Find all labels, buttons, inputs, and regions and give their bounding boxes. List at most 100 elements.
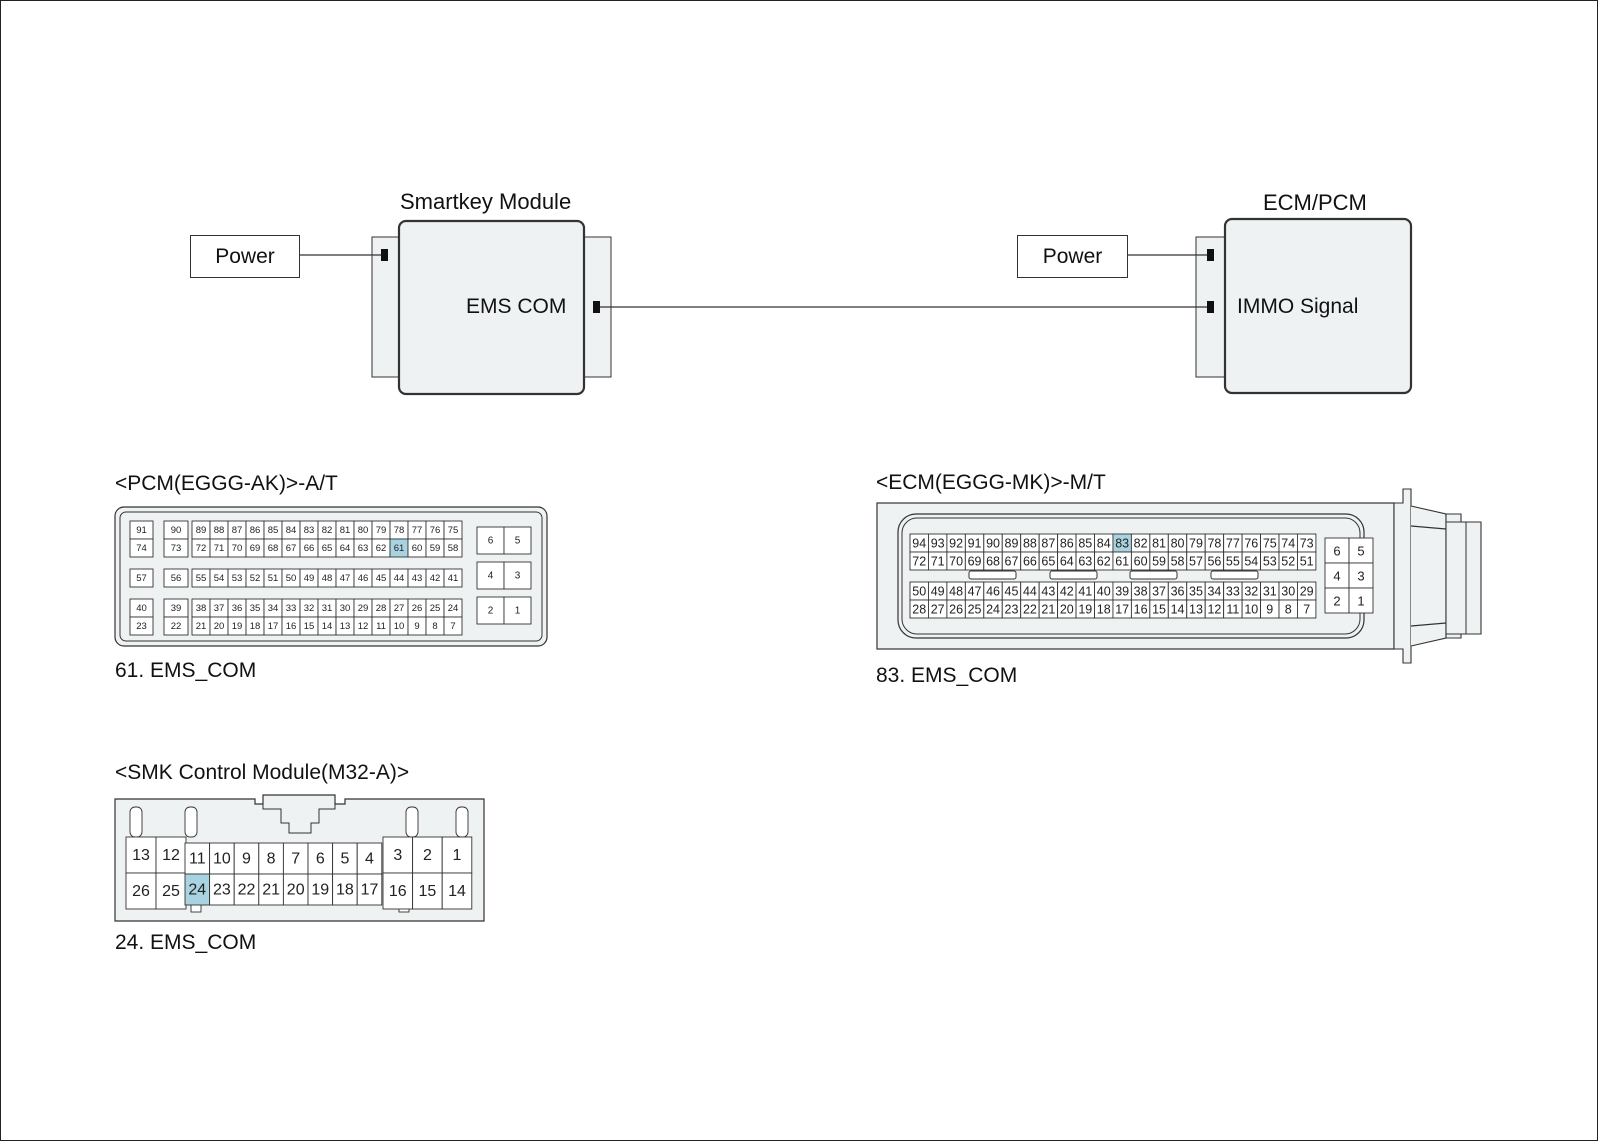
ecm-pin-9: 9 bbox=[1260, 599, 1280, 619]
ecm-pin-56: 56 bbox=[1204, 551, 1225, 571]
pcm-pin-6: 6 bbox=[476, 526, 505, 555]
smk-pin-4: 4 bbox=[356, 842, 383, 875]
pcm-pin-69: 69 bbox=[245, 538, 265, 558]
pcm-pin-5: 5 bbox=[503, 526, 532, 555]
svg-text:87: 87 bbox=[1041, 537, 1055, 551]
svg-text:27: 27 bbox=[931, 603, 945, 617]
ecm-pin-16: 16 bbox=[1130, 599, 1151, 619]
ecm-pin-87: 87 bbox=[1038, 533, 1059, 553]
pcm-pin-53: 53 bbox=[227, 568, 247, 588]
ecm-pin-69: 69 bbox=[964, 551, 985, 571]
ecm-pin-11: 11 bbox=[1223, 599, 1243, 619]
svg-text:66: 66 bbox=[304, 543, 315, 554]
svg-text:24: 24 bbox=[448, 603, 459, 614]
ecm-latch bbox=[1129, 570, 1178, 580]
svg-text:17: 17 bbox=[361, 882, 379, 899]
smk-pin-8: 8 bbox=[258, 842, 284, 875]
svg-text:14: 14 bbox=[1171, 603, 1185, 617]
ecm-pin-34: 34 bbox=[1204, 581, 1225, 601]
svg-text:3: 3 bbox=[393, 847, 402, 864]
pcm-pin-10: 10 bbox=[389, 616, 409, 636]
svg-text:68: 68 bbox=[268, 543, 279, 554]
svg-text:89: 89 bbox=[196, 525, 207, 536]
ecm-pin-26: 26 bbox=[946, 599, 966, 619]
smk-latch bbox=[184, 806, 198, 838]
svg-text:23: 23 bbox=[136, 621, 147, 632]
ecm-pin-61: 61 bbox=[1112, 551, 1132, 571]
ecm-pin-20: 20 bbox=[1057, 599, 1077, 619]
ecm-pin-55: 55 bbox=[1223, 551, 1243, 571]
svg-text:37: 37 bbox=[214, 603, 225, 614]
svg-text:70: 70 bbox=[232, 543, 243, 554]
svg-text:50: 50 bbox=[286, 573, 297, 584]
svg-text:88: 88 bbox=[1023, 537, 1037, 551]
pcm-pin-25: 25 bbox=[425, 598, 445, 618]
svg-text:56: 56 bbox=[1207, 555, 1221, 569]
svg-text:4: 4 bbox=[1333, 569, 1340, 584]
svg-text:52: 52 bbox=[1281, 555, 1295, 569]
smk-pin-14: 14 bbox=[441, 872, 473, 910]
power-box-smartkey: Power bbox=[190, 235, 300, 278]
svg-text:69: 69 bbox=[250, 543, 261, 554]
svg-text:3: 3 bbox=[1357, 569, 1364, 584]
smk-pin-21: 21 bbox=[258, 873, 284, 906]
ecm-pin-58: 58 bbox=[1167, 551, 1188, 571]
pcm-pin-16: 16 bbox=[281, 616, 301, 636]
svg-text:37: 37 bbox=[1152, 585, 1166, 599]
svg-text:77: 77 bbox=[1226, 537, 1240, 551]
svg-text:43: 43 bbox=[412, 573, 423, 584]
svg-text:71: 71 bbox=[931, 555, 945, 569]
svg-text:6: 6 bbox=[316, 851, 325, 868]
pcm-pin-46: 46 bbox=[353, 568, 373, 588]
svg-text:21: 21 bbox=[262, 882, 280, 899]
svg-text:31: 31 bbox=[1263, 585, 1277, 599]
pcm-pin-83: 83 bbox=[299, 520, 319, 540]
svg-text:18: 18 bbox=[1097, 603, 1111, 617]
svg-text:80: 80 bbox=[358, 525, 369, 536]
smk-latch bbox=[129, 806, 143, 838]
ecm-pin-93: 93 bbox=[928, 533, 948, 553]
svg-text:72: 72 bbox=[196, 543, 207, 554]
pcm-pin-81: 81 bbox=[335, 520, 355, 540]
svg-text:33: 33 bbox=[1226, 585, 1240, 599]
svg-text:49: 49 bbox=[304, 573, 315, 584]
svg-text:38: 38 bbox=[196, 603, 207, 614]
ecm-pin-65: 65 bbox=[1038, 551, 1059, 571]
svg-text:57: 57 bbox=[136, 573, 147, 584]
svg-text:12: 12 bbox=[162, 847, 180, 864]
pcm-pin-38: 38 bbox=[191, 598, 211, 618]
ecm-pin-64: 64 bbox=[1057, 551, 1077, 571]
svg-text:87: 87 bbox=[232, 525, 243, 536]
pcm-pin-67: 67 bbox=[281, 538, 301, 558]
svg-text:23: 23 bbox=[213, 882, 231, 899]
svg-text:1: 1 bbox=[1357, 594, 1364, 609]
svg-text:55: 55 bbox=[196, 573, 207, 584]
svg-text:35: 35 bbox=[250, 603, 261, 614]
svg-text:47: 47 bbox=[340, 573, 351, 584]
pcm-pin-87: 87 bbox=[227, 520, 247, 540]
ecm-pin-12: 12 bbox=[1204, 599, 1225, 619]
ecm-pin-66: 66 bbox=[1020, 551, 1040, 571]
svg-text:61: 61 bbox=[1115, 555, 1129, 569]
svg-text:6: 6 bbox=[1333, 544, 1340, 559]
svg-text:65: 65 bbox=[1041, 555, 1055, 569]
pcm-pin-57: 57 bbox=[129, 568, 154, 588]
ecm-pin-77: 77 bbox=[1223, 533, 1243, 553]
svg-text:90: 90 bbox=[171, 525, 182, 536]
svg-text:22: 22 bbox=[1023, 603, 1037, 617]
svg-text:80: 80 bbox=[1171, 537, 1185, 551]
svg-text:36: 36 bbox=[232, 603, 243, 614]
ecm-pin-75: 75 bbox=[1260, 533, 1280, 553]
ecm-pin-52: 52 bbox=[1278, 551, 1298, 571]
svg-text:36: 36 bbox=[1171, 585, 1185, 599]
pcm-pin-84: 84 bbox=[281, 520, 301, 540]
pcm-pin-33: 33 bbox=[281, 598, 301, 618]
svg-text:73: 73 bbox=[171, 543, 182, 554]
smk-connector-caption: 24. EMS_COM bbox=[115, 931, 257, 954]
svg-text:40: 40 bbox=[1097, 585, 1111, 599]
ecm-pin-37: 37 bbox=[1149, 581, 1169, 601]
ecm-power-terminal bbox=[1207, 249, 1214, 261]
svg-text:70: 70 bbox=[949, 555, 963, 569]
svg-text:20: 20 bbox=[1060, 603, 1074, 617]
